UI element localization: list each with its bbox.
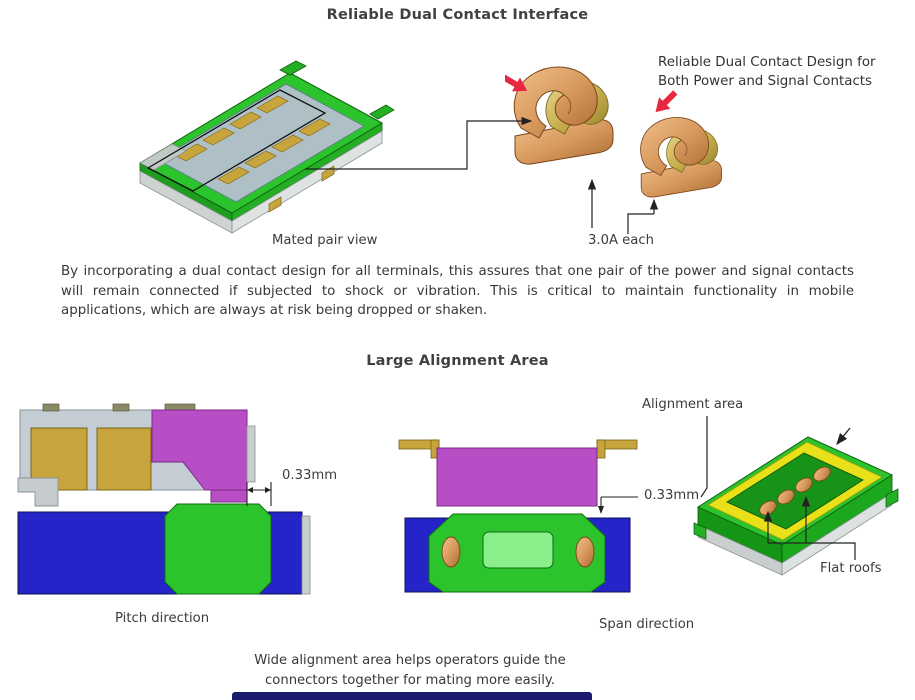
gold-lead (596, 439, 606, 459)
bottom-caption: Wide alignment area helps operators guid… (254, 653, 566, 688)
pitch-direction-label: Pitch direction (115, 611, 210, 626)
span-dimension-lines (598, 496, 638, 514)
insulator-body-span (436, 447, 598, 507)
dual-contact-annotation: Reliable Dual Contact Design for Both Po… (658, 55, 876, 89)
flat-roofs-label: Flat roofs (820, 561, 882, 576)
shield-sliver (246, 425, 256, 483)
copper-contact (575, 536, 595, 568)
alignment-area-label: Alignment area (642, 397, 744, 412)
red-arrow-icon (655, 90, 678, 113)
red-arrow-icon (505, 74, 528, 92)
shield-step (17, 477, 59, 507)
pitch-dimension-lines (246, 482, 272, 506)
corner-tab (693, 522, 707, 540)
figure-span-section (398, 439, 638, 593)
mated-pair-label: Mated pair view (272, 233, 378, 248)
receptacle-span (398, 439, 638, 507)
receptacle-section (17, 403, 256, 507)
copper-contacts-3d (759, 466, 831, 516)
span-direction-label: Span direction (599, 617, 695, 632)
gold-contact-block (96, 427, 152, 491)
figure-mated-pair (138, 60, 395, 234)
contact-curl-front (513, 66, 598, 139)
terminal-lead (112, 403, 130, 412)
plug-green-insert (164, 503, 272, 595)
contact-clip (513, 66, 614, 165)
contact-pads (175, 95, 331, 185)
page-title: Reliable Dual Contact Interface (326, 7, 589, 23)
section-title-alignment: Large Alignment Area (366, 353, 549, 369)
copper-contact (441, 536, 461, 568)
body-paragraph: By incorporating a dual contact design f… (61, 264, 854, 319)
highlight-region-outline (146, 89, 327, 192)
footer-bar (232, 692, 592, 700)
corner-post (279, 60, 307, 76)
figure-alignment-3d (693, 436, 899, 576)
cavity (482, 531, 554, 569)
contact-clip-2 (640, 116, 723, 198)
plug-span (404, 513, 631, 593)
insulator-body (151, 409, 248, 491)
figure-contacts (505, 66, 723, 198)
corner-tab (885, 488, 899, 508)
terminal-lead (42, 403, 60, 412)
span-dimension-label: 0.33mm (644, 488, 700, 503)
figure-pitch-section (17, 403, 311, 595)
corner-post (369, 104, 395, 120)
plug-section (17, 503, 311, 595)
current-rating-label: 3.0A each (588, 233, 654, 248)
insulator-leg (210, 489, 248, 503)
pitch-dimension-label: 0.33mm (282, 468, 338, 483)
plug-shield-sliver (301, 515, 311, 595)
solder-foot (268, 196, 282, 213)
